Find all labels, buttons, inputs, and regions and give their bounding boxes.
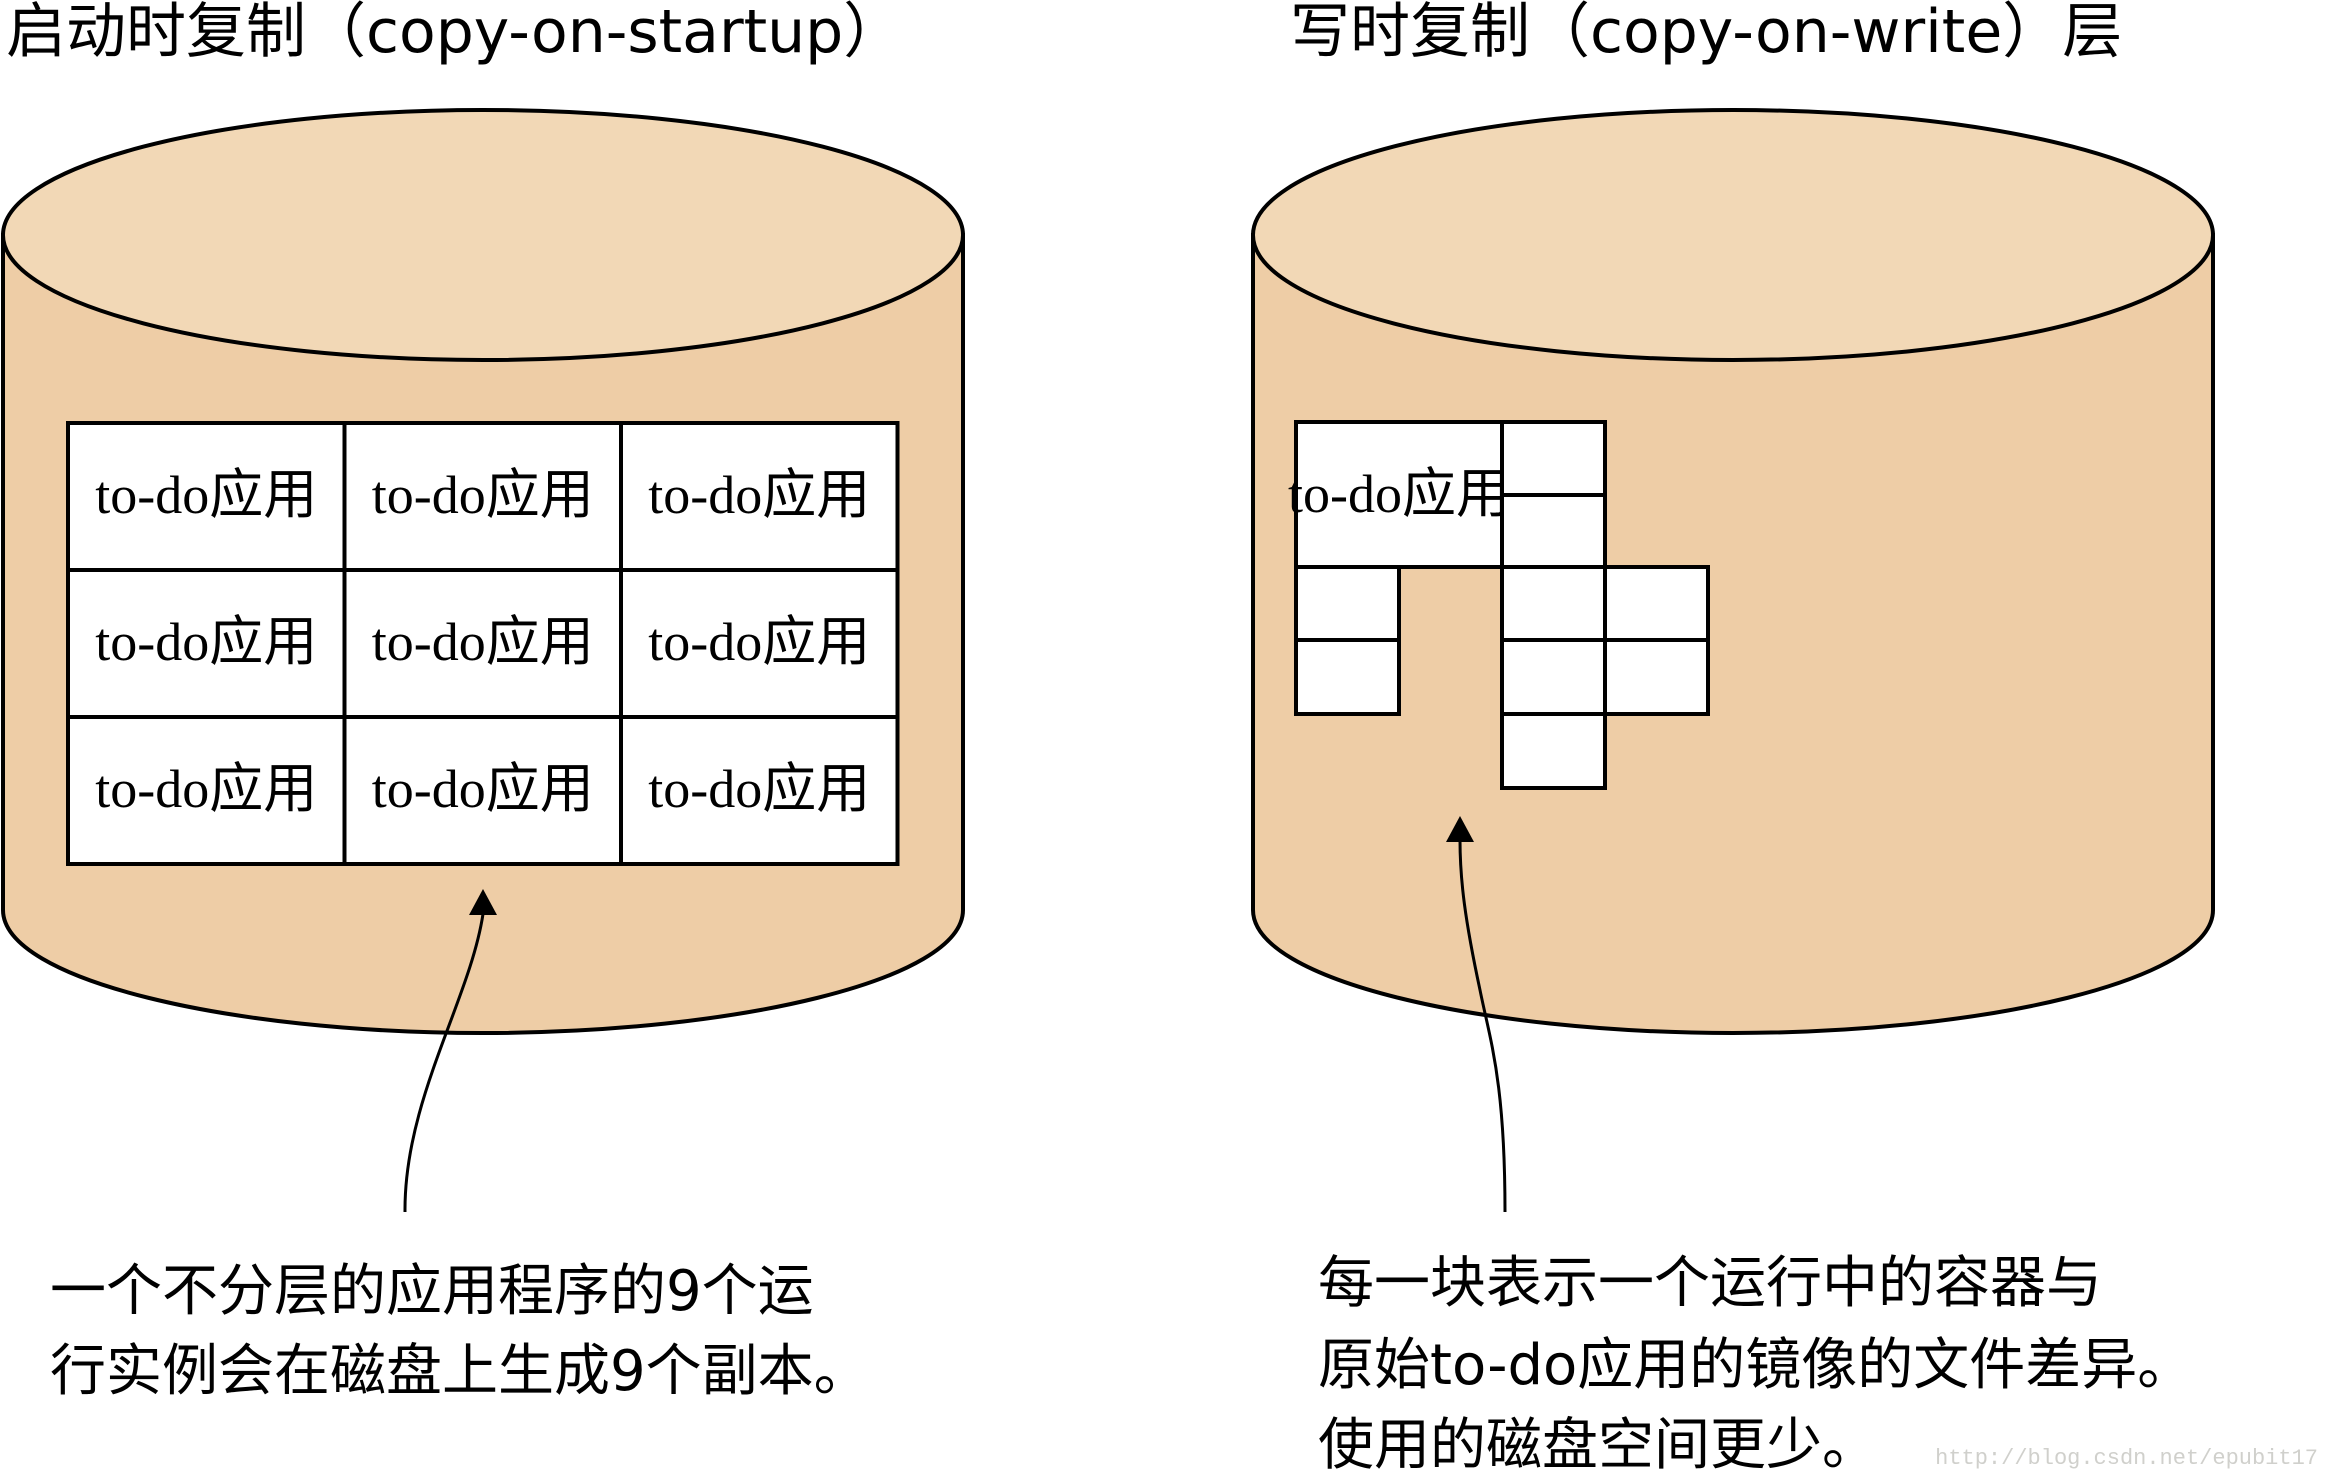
diff-block [1500,712,1607,790]
right-caption: 每一块表示一个运行中的容器与 原始to-do应用的镜像的文件差异。 使用的磁盘空… [1318,1251,2193,1474]
left-cylinder-top [1,108,965,362]
right-caption-line: 每一块表示一个运行中的容器与 [1318,1251,2102,1316]
right-cow-blocks: to-do应用 [1288,420,1710,790]
diff-block [1603,565,1710,642]
left-annotation-arrow [403,889,497,1213]
left-caption: 一个不分层的应用程序的9个运 行实例会在磁盘上生成9个副本。 [50,1259,870,1404]
app-instance-label: to-do应用 [372,465,594,525]
right-arrow-head [1446,816,1474,842]
app-instance-label: to-do应用 [95,465,317,525]
diff-block [1500,638,1607,716]
left-arrow-head [469,889,497,915]
left-arrow-shaft [403,913,485,1213]
app-instance-cell [342,568,623,719]
app-instance-cell [66,715,347,866]
app-instance-cell [342,715,623,866]
diff-block [1500,420,1607,497]
base-image-block [1294,420,1504,569]
app-instance-label: to-do应用 [648,465,870,525]
right-annotation-arrow [1446,816,1507,1213]
left-app-grid: to-do应用 to-do应用 to-do应用 to-do应用 to-do应用 to-do… [66,421,900,866]
app-instance-label: to-do应用 [95,759,317,819]
right-caption-line: 使用的磁盘空间更少。 [1318,1413,1878,1474]
watermark-url: http://blog.csdn.net/epubit17 [1935,1446,2318,1471]
left-caption-line: 一个不分层的应用程序的9个运 [50,1259,814,1324]
right-caption-line: 原始to-do应用的镜像的文件差异。 [1318,1333,2193,1398]
base-image-label: to-do应用 [1288,464,1510,524]
app-instance-label: to-do应用 [95,612,317,672]
app-instance-label: to-do应用 [372,612,594,672]
diff-block [1603,638,1710,716]
diff-block [1500,493,1607,569]
right-title: 写时复制（copy-on-write）层 [1290,0,2122,67]
app-instance-cell [66,421,347,572]
diff-block [1294,638,1401,716]
app-instance-label: to-do应用 [648,612,870,672]
left-caption-line: 行实例会在磁盘上生成9个副本。 [50,1339,870,1404]
right-arrow-shaft [1458,839,1507,1213]
diff-block [1500,565,1607,642]
right-cylinder-top [1251,108,2215,362]
app-instance-label: to-do应用 [648,759,870,819]
app-instance-label: to-do应用 [372,759,594,819]
left-title: 启动时复制（copy-on-startup） [6,0,903,67]
app-instance-cell [619,715,900,866]
diff-block [1294,565,1401,642]
app-instance-cell [619,421,900,572]
app-instance-cell [619,568,900,719]
